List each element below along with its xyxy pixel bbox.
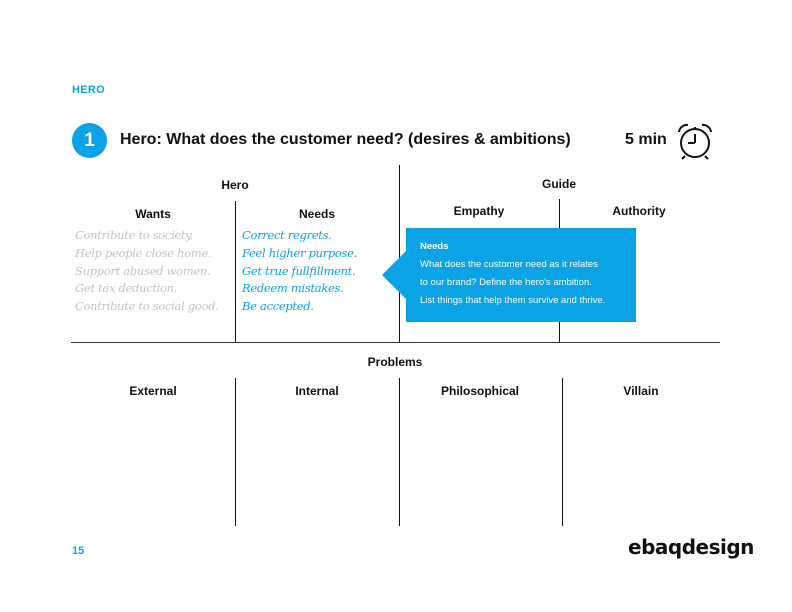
wants-heading: Wants: [135, 207, 171, 221]
section-tag: HERO: [72, 84, 105, 96]
needs-item: Redeem mistakes.: [242, 281, 344, 296]
divider-internal-philosophical: [399, 378, 400, 526]
tooltip-arrow: [382, 251, 406, 299]
hero-heading: Hero: [221, 178, 249, 192]
duration-label: 5 min: [625, 131, 667, 148]
internal-heading: Internal: [295, 384, 339, 398]
brand-logo: ebaqdesign: [628, 535, 754, 559]
philosophical-heading: Philosophical: [440, 384, 519, 398]
needs-item: Be accepted.: [242, 299, 314, 314]
needs-item: Get true fullfillment.: [242, 263, 356, 278]
tooltip-line: to our brand? Define the hero's ambition…: [420, 277, 592, 288]
page-number: 15: [72, 545, 85, 557]
divider-external-internal: [235, 378, 236, 526]
wants-item: Help people close home.: [75, 245, 212, 260]
empathy-heading: Empathy: [453, 204, 505, 218]
authority-heading: Authority: [612, 204, 666, 218]
wants-item: Contribute to social good.: [75, 299, 219, 314]
tooltip-line: List things that help them survive and t…: [420, 295, 606, 306]
villain-heading: Villain: [623, 384, 659, 398]
divider-philosophical-villain: [562, 378, 563, 526]
needs-list: Correct regrets. Feel higher purpose. Ge…: [242, 227, 357, 316]
wants-item: Get tax deduction.: [75, 281, 178, 296]
needs-tooltip: Needs What does the customer need as it …: [406, 228, 636, 322]
problems-heading: Problems: [367, 355, 423, 369]
step-number-badge: 1: [72, 123, 107, 158]
wants-list: Contribute to society. Help people close…: [75, 227, 219, 316]
needs-heading: Needs: [298, 207, 336, 221]
external-heading: External: [129, 384, 177, 398]
tooltip-title: Needs: [420, 241, 449, 252]
wants-item: Contribute to society.: [75, 228, 194, 242]
tooltip-line: What does the customer need as it relate…: [420, 259, 598, 270]
page-title: Hero: What does the customer need? (desi…: [120, 131, 571, 148]
needs-item: Correct regrets.: [242, 228, 332, 242]
needs-item: Feel higher purpose.: [242, 245, 358, 260]
alarm-clock-icon: [678, 123, 712, 160]
wants-item: Support abused women.: [75, 263, 211, 278]
divider-wants-needs: [235, 201, 236, 342]
guide-heading: Guide: [541, 177, 576, 191]
divider-problems: [71, 342, 720, 343]
